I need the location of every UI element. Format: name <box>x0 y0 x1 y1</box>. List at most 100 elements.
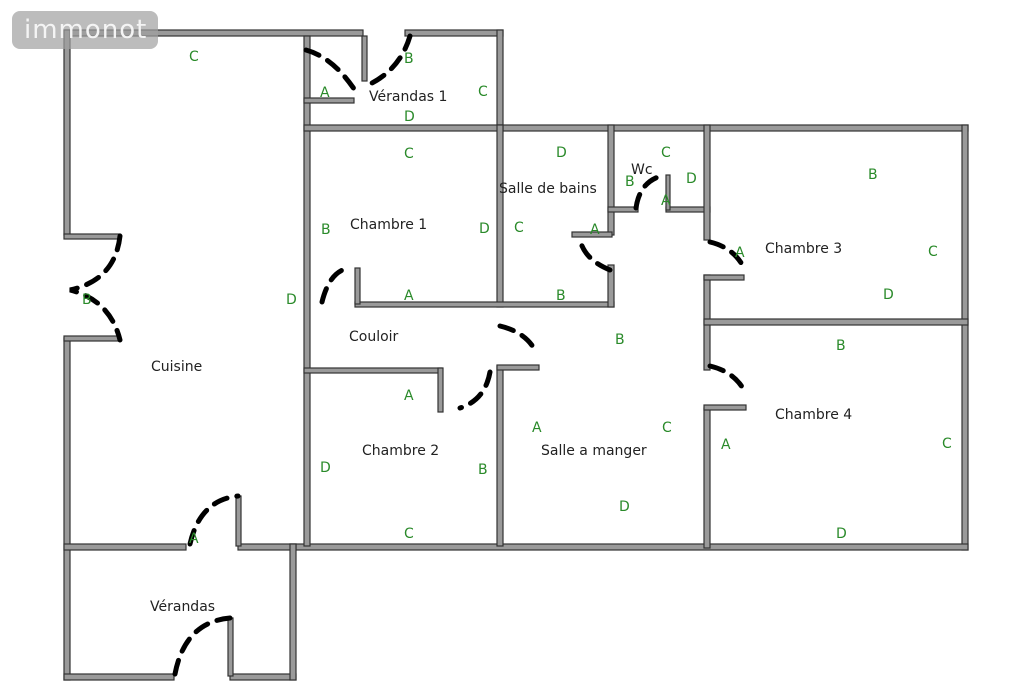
wall <box>63 233 121 240</box>
wall <box>571 231 613 238</box>
side-label: B <box>478 462 488 478</box>
wall <box>703 318 969 326</box>
side-label: A <box>735 245 745 261</box>
side-label: A <box>189 531 199 547</box>
side-label: C <box>514 220 524 236</box>
room-name: Cuisine <box>151 359 202 375</box>
side-label: C <box>189 49 199 65</box>
side-label: D <box>836 526 847 542</box>
doors <box>69 33 748 677</box>
side-label: C <box>942 436 952 452</box>
side-label: B <box>556 288 566 304</box>
watermark-logo: immonot <box>12 11 158 49</box>
door-arc <box>172 615 233 677</box>
wall <box>303 124 504 132</box>
watermark-text: immonot <box>24 15 148 45</box>
side-label: C <box>404 146 414 162</box>
room-chambre-1: Chambre 1 C B D A <box>321 146 490 304</box>
side-label: B <box>836 338 846 354</box>
side-label: B <box>625 174 635 190</box>
room-salle-de-bains: Salle de bains D C A B <box>499 145 600 304</box>
side-label: A <box>532 420 542 436</box>
side-label: A <box>404 388 414 404</box>
door-arc <box>497 323 538 353</box>
wall <box>237 543 297 551</box>
side-label: C <box>661 145 671 161</box>
room-chambre-3: Chambre 3 B A C D <box>735 167 938 303</box>
room-name: Vérandas <box>150 599 215 615</box>
side-label: D <box>286 292 297 308</box>
side-label: D <box>686 171 697 187</box>
wall <box>607 264 615 308</box>
side-label: D <box>556 145 567 161</box>
side-label: A <box>721 437 731 453</box>
wall <box>496 365 504 547</box>
wall <box>404 29 504 37</box>
wall <box>496 29 504 131</box>
room-wc: Wc C B DA <box>625 145 697 209</box>
door-arc <box>187 493 241 547</box>
side-label: B <box>868 167 878 183</box>
room-name: Chambre 4 <box>775 407 852 423</box>
wall <box>63 543 187 551</box>
side-label: B <box>615 332 625 348</box>
wall <box>227 617 234 677</box>
room-name: Chambre 1 <box>350 217 427 233</box>
room-couloir: Couloir <box>349 329 399 345</box>
side-label: B <box>404 51 414 67</box>
side-label: A <box>661 193 671 209</box>
wall <box>961 124 969 551</box>
room-name: Wc <box>631 162 653 178</box>
wall <box>235 495 242 547</box>
wall <box>496 364 540 371</box>
side-label: D <box>883 287 894 303</box>
wall <box>607 124 615 236</box>
room-verandas: Vérandas A <box>150 531 215 615</box>
wall <box>703 124 711 241</box>
door-arc <box>577 237 613 273</box>
room-name: Couloir <box>349 329 399 345</box>
wall <box>607 206 639 213</box>
wall <box>354 301 615 308</box>
wall <box>361 35 368 82</box>
wall <box>703 274 745 281</box>
side-label: D <box>404 109 415 125</box>
room-name: Vérandas 1 <box>369 89 447 105</box>
side-label: D <box>320 460 331 476</box>
wall <box>63 29 71 236</box>
door-arc <box>633 172 668 211</box>
wall <box>303 367 443 374</box>
wall <box>354 267 361 305</box>
door-arc <box>707 363 748 395</box>
walls <box>63 29 969 681</box>
wall <box>496 124 969 132</box>
side-label: C <box>478 84 488 100</box>
wall <box>496 124 504 308</box>
door-arc <box>365 33 413 88</box>
side-label: A <box>590 222 600 238</box>
side-label: A <box>320 85 330 101</box>
wall <box>303 35 311 547</box>
room-name: Salle de bains <box>499 181 597 197</box>
wall <box>303 97 355 104</box>
wall <box>229 673 297 681</box>
wall <box>63 673 175 681</box>
wall <box>63 337 71 681</box>
door-arc <box>319 265 353 305</box>
side-label: D <box>479 221 490 237</box>
door-arc <box>69 233 123 343</box>
door-arc <box>707 239 748 273</box>
room-name: Chambre 2 <box>362 443 439 459</box>
wall <box>437 367 444 413</box>
side-label: B <box>321 222 331 238</box>
wall <box>289 543 297 681</box>
room-chambre-4: Chambre 4 B A C D <box>721 338 952 542</box>
side-label: C <box>928 244 938 260</box>
side-label: A <box>404 288 414 304</box>
room-name: Chambre 3 <box>765 241 842 257</box>
room-name: Salle a manger <box>541 443 647 459</box>
